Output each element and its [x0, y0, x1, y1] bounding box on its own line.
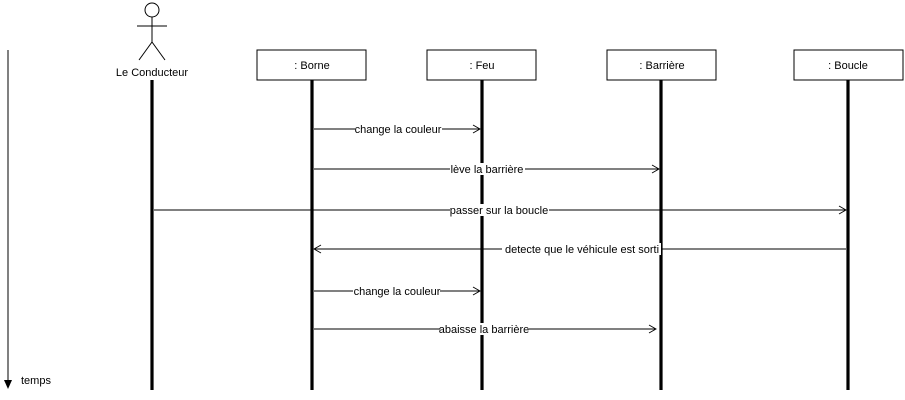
arrowhead-icon	[838, 205, 847, 215]
message-label: change la couleur	[355, 124, 442, 136]
message-label: abaisse la barrière	[439, 324, 530, 336]
message-5: change la couleur	[314, 285, 481, 298]
arrowhead-icon	[472, 124, 481, 134]
object-box	[426, 49, 537, 81]
stick-figure-icon	[137, 2, 167, 61]
object-label: : Borne	[294, 60, 329, 72]
arrowhead-icon	[651, 164, 660, 174]
message-label: lève la barrière	[451, 164, 524, 176]
object-label: : Feu	[469, 60, 494, 72]
object-feu: : Feu	[426, 49, 537, 81]
message-label: change la couleur	[354, 286, 441, 298]
time-axis-label: temps	[21, 375, 51, 387]
object-boucle: : Boucle	[793, 49, 904, 81]
actor-name: Le Conducteur	[116, 67, 188, 79]
arrowhead-icon	[313, 244, 322, 254]
message-2: lève la barrière	[314, 163, 660, 176]
message-label: passer sur la boucle	[450, 205, 548, 217]
message-4: detecte que le véhicule est sorti	[313, 243, 846, 256]
actor-le-conducteur: Le Conducteur	[116, 2, 188, 79]
object-box	[256, 49, 367, 81]
object-label: : Boucle	[828, 60, 868, 72]
message-label: detecte que le véhicule est sorti	[505, 244, 659, 256]
time-arrow-icon	[4, 380, 12, 389]
arrowhead-icon	[648, 324, 657, 334]
message-3: passer sur la boucle	[154, 204, 847, 217]
arrowhead-icon	[472, 286, 481, 296]
object-label: : Barrière	[639, 60, 684, 72]
object-borne: : Borne	[256, 49, 367, 81]
time-axis: temps	[4, 50, 51, 389]
object-barriere: : Barrière	[606, 49, 717, 81]
message-6: abaisse la barrière	[314, 323, 657, 336]
object-box	[606, 49, 717, 81]
message-1: change la couleur	[314, 123, 481, 136]
